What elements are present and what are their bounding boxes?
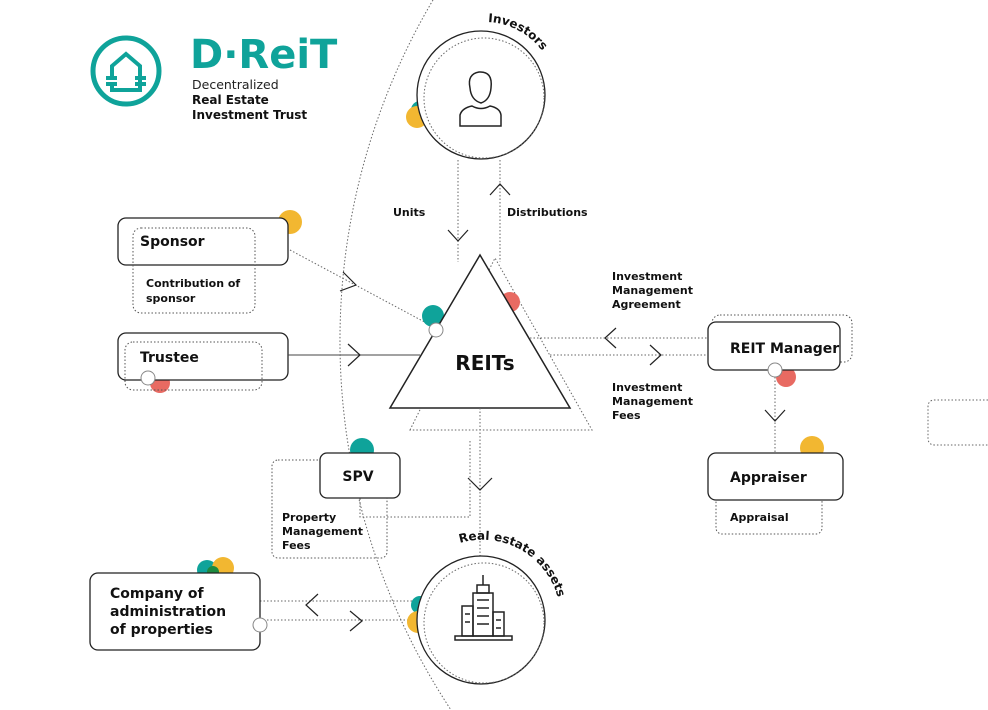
reit-manager-label: REIT Manager	[730, 341, 839, 357]
contribution-label-2: sponsor	[146, 292, 196, 305]
appraisal-label: Appraisal	[730, 511, 789, 524]
arrow-right-icon	[349, 610, 363, 632]
reits-triangle	[388, 253, 572, 409]
arrow-up-icon	[489, 183, 511, 196]
logo-line1: Decentralized	[192, 77, 279, 92]
arrow-down-icon	[447, 229, 469, 242]
units-label: Units	[393, 206, 426, 219]
sponsor-label: Sponsor	[140, 234, 205, 250]
house-icon	[106, 51, 146, 92]
real-estate-node: Real estate assets	[407, 529, 568, 685]
offscreen-box	[927, 399, 988, 446]
building-icon	[454, 575, 513, 641]
spv-box	[319, 452, 401, 499]
logo-line3: Investment Trust	[192, 108, 307, 122]
logo: D·ReiT Decentralized Real Estate Investm…	[90, 32, 338, 122]
sponsor-box	[117, 217, 289, 266]
arrow-right-icon	[649, 344, 662, 366]
logo-ring	[90, 35, 162, 107]
arrow-down-icon	[467, 477, 493, 491]
arrow-left-icon	[305, 593, 319, 617]
company-box	[89, 572, 261, 651]
reits-label: REITs	[455, 351, 514, 375]
appraiser-label: Appraiser	[730, 470, 807, 486]
arrow-right-icon	[339, 271, 358, 292]
logo-brand: D·ReiT	[190, 32, 338, 78]
trustee-box	[117, 332, 289, 381]
appraiser-box	[707, 452, 844, 501]
trustee-label: Trustee	[140, 350, 199, 366]
distributions-label: Distributions	[507, 206, 588, 219]
spv-label: SPV	[342, 469, 373, 485]
investors-node: Investors	[406, 11, 551, 160]
background-arc	[339, 0, 452, 710]
arrow-down-icon	[764, 409, 786, 422]
person-icon	[459, 71, 502, 127]
logo-line2: Real Estate	[192, 93, 269, 107]
arrow-right-icon	[347, 343, 361, 367]
arrow-left-icon	[604, 327, 617, 349]
contribution-label-1: Contribution of	[146, 277, 240, 290]
